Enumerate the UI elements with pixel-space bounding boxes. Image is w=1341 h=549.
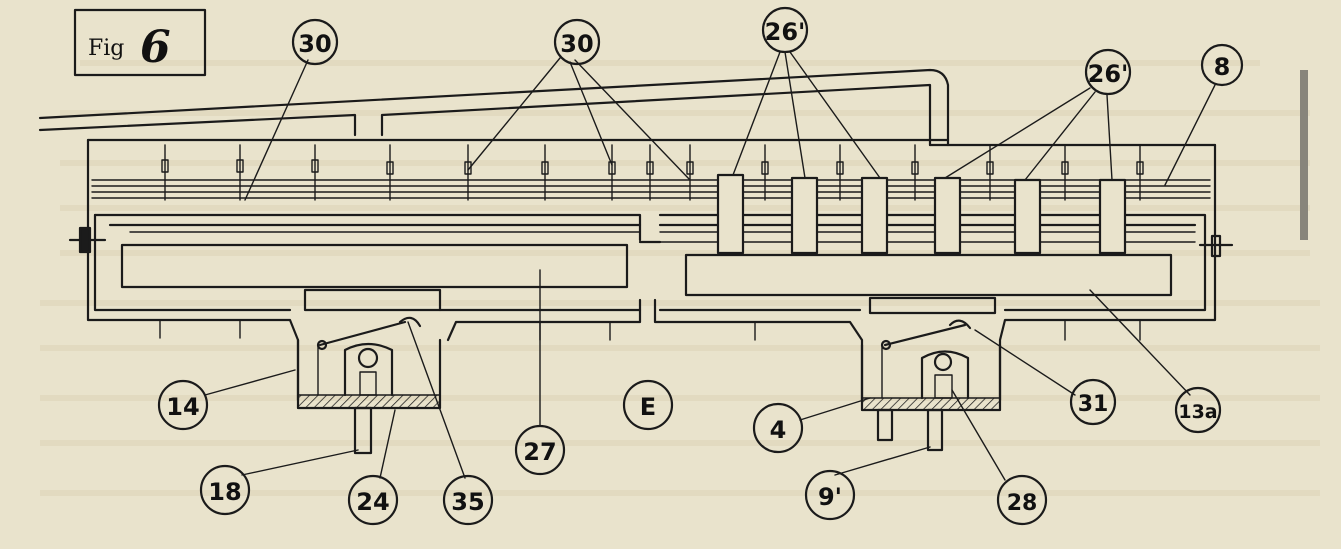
callout-31: 31 xyxy=(1069,378,1117,426)
callout-26-mid: 26' xyxy=(761,6,809,54)
callout-9: 9' xyxy=(804,469,856,521)
right-sump xyxy=(860,319,1002,452)
callout-18: 18 xyxy=(199,464,251,516)
label-26-right: 26' xyxy=(1088,60,1129,88)
label-13a: 13a xyxy=(1178,401,1217,423)
electrodes xyxy=(716,173,1127,255)
label-31: 31 xyxy=(1078,392,1109,417)
label-30-left: 30 xyxy=(298,30,331,58)
label-27: 27 xyxy=(523,438,556,466)
figure-title: Fig 6 xyxy=(73,8,207,77)
inner-right-vessel xyxy=(658,213,1207,315)
label-4: 4 xyxy=(770,416,787,444)
label-30-mid: 30 xyxy=(560,30,593,58)
label-18: 18 xyxy=(208,478,241,506)
callout-27: 27 xyxy=(514,424,566,476)
label-8: 8 xyxy=(1214,53,1231,81)
callout-30-mid: 30 xyxy=(553,18,601,66)
figure-title-prefix: Fig xyxy=(88,36,124,61)
figure-title-number: 6 xyxy=(140,22,171,73)
callout-4: 4 xyxy=(752,402,804,454)
callout-8: 8 xyxy=(1200,43,1244,87)
inclined-feed-pipe xyxy=(38,68,1217,147)
callout-E: E xyxy=(622,379,674,431)
label-24: 24 xyxy=(356,488,389,516)
callout-26-right: 26' xyxy=(1084,48,1132,96)
callout-24: 24 xyxy=(347,474,399,526)
label-26-mid: 26' xyxy=(765,18,806,46)
label-9: 9' xyxy=(818,483,842,511)
callouts: 30 30 26' 26' 8 14 27 4 31 13a 18 24 35 … xyxy=(157,6,1244,526)
brick-base xyxy=(91,319,1141,341)
label-35: 35 xyxy=(451,488,484,516)
label-28: 28 xyxy=(1007,491,1038,516)
label-E: E xyxy=(640,393,656,421)
callout-30-left: 30 xyxy=(291,18,339,66)
terminals xyxy=(68,226,1234,258)
callout-14: 14 xyxy=(157,379,209,431)
leader-lines xyxy=(204,51,1216,481)
hanging-resistors xyxy=(161,144,1144,201)
callout-13a: 13a xyxy=(1174,386,1222,434)
inner-left-vessel xyxy=(93,213,642,312)
label-14: 14 xyxy=(166,393,199,421)
left-sump xyxy=(296,316,442,455)
callout-35: 35 xyxy=(442,474,494,526)
callout-28: 28 xyxy=(996,474,1048,526)
